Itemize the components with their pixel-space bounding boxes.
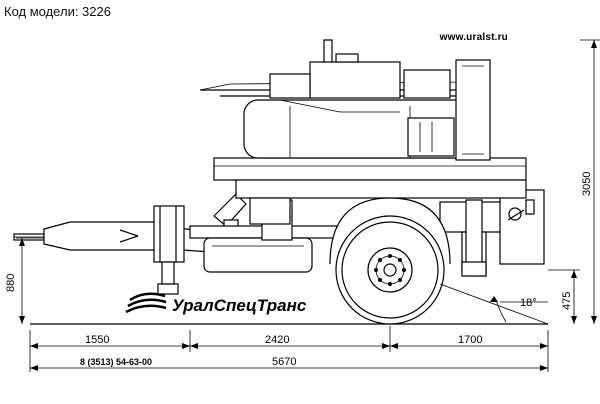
dim-total-length-label: 5670 xyxy=(272,356,296,368)
dim-total-height xyxy=(580,39,600,324)
dim-hitch-height xyxy=(16,237,44,324)
rear-coupler xyxy=(507,199,535,221)
dim-rear-overhang-label: 1700 xyxy=(458,334,482,346)
dim-wheelbase-label: 2420 xyxy=(265,334,289,346)
dim-clearance xyxy=(548,269,580,324)
dim-departure-angle-label: 18° xyxy=(520,297,537,309)
phone-number: 8 (3513) 54-63-00 xyxy=(80,357,152,367)
departure-angle-lines xyxy=(439,283,549,325)
dim-total-height-label: 3050 xyxy=(581,172,593,196)
dim-row-overhangs xyxy=(29,326,549,372)
tank xyxy=(243,99,481,159)
wheel xyxy=(335,215,445,325)
jockey-wheel xyxy=(153,205,185,295)
dim-hitch-height-label: 880 xyxy=(5,274,17,292)
engine-unit xyxy=(269,39,491,161)
brand-logo-icon xyxy=(125,292,167,314)
dim-row-total xyxy=(30,365,548,371)
dim-front-overhang-label: 1550 xyxy=(85,334,109,346)
website-link[interactable]: www.uralst.ru xyxy=(439,32,508,43)
model-code-label: Код модели: 3226 xyxy=(4,4,111,19)
dim-clearance-label: 475 xyxy=(561,292,573,310)
brand-logo-text: УралСпецТранс xyxy=(172,296,307,315)
rear-support xyxy=(461,199,487,277)
deck xyxy=(213,157,527,225)
